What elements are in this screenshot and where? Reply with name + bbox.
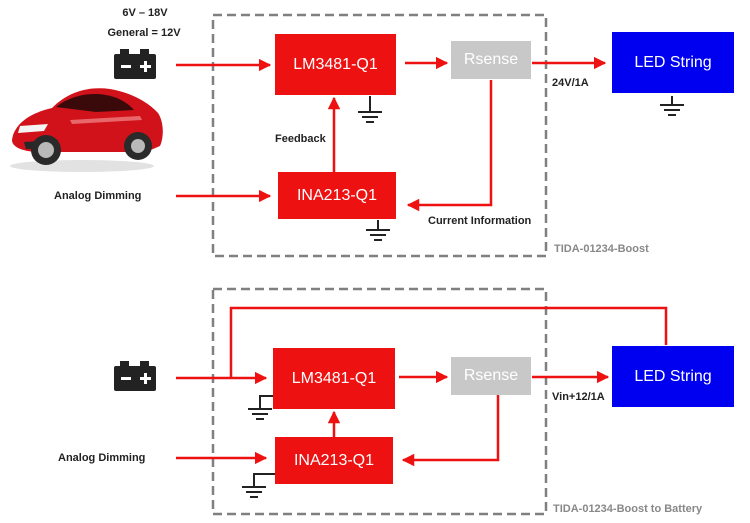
feedback-label: Feedback	[275, 133, 326, 145]
output-rating-label: 24V/1A	[552, 77, 589, 89]
rsense-block: Rsense	[451, 357, 531, 395]
battery-icon	[114, 361, 156, 391]
ground-icon	[248, 395, 275, 420]
output-rating-label: Vin+12/1A	[552, 391, 605, 403]
bottom-bypass-wire	[229, 306, 668, 378]
amplifier-block: INA213-Q1	[275, 437, 393, 484]
top-current-info-wire	[406, 80, 493, 212]
top-caption: TIDA-01234-Boost	[554, 243, 649, 255]
ground-icon	[358, 96, 382, 123]
led-string-block: LED String	[612, 346, 734, 407]
top-system-boundary	[211, 13, 548, 258]
ground-icon	[366, 220, 390, 241]
car-image	[10, 88, 163, 172]
ground-icon	[660, 96, 684, 116]
battery-icon	[114, 49, 156, 79]
current-info-label: Current Information	[428, 215, 532, 227]
supply-general-label: General = 12V	[107, 27, 181, 39]
rsense-block: Rsense	[451, 41, 531, 79]
analog-dimming-label: Analog Dimming	[54, 190, 142, 202]
controller-block: LM3481-Q1	[275, 34, 396, 95]
supply-voltage-label: 6V – 18V	[122, 7, 168, 19]
amplifier-block: INA213-Q1	[278, 172, 396, 219]
ground-icon	[242, 473, 275, 498]
led-string-block: LED String	[612, 32, 734, 93]
controller-block: LM3481-Q1	[273, 348, 395, 409]
bottom-current-info-wire	[401, 394, 500, 467]
bottom-caption: TIDA-01234-Boost to Battery	[553, 503, 703, 515]
analog-dimming-label: Analog Dimming	[58, 452, 146, 464]
